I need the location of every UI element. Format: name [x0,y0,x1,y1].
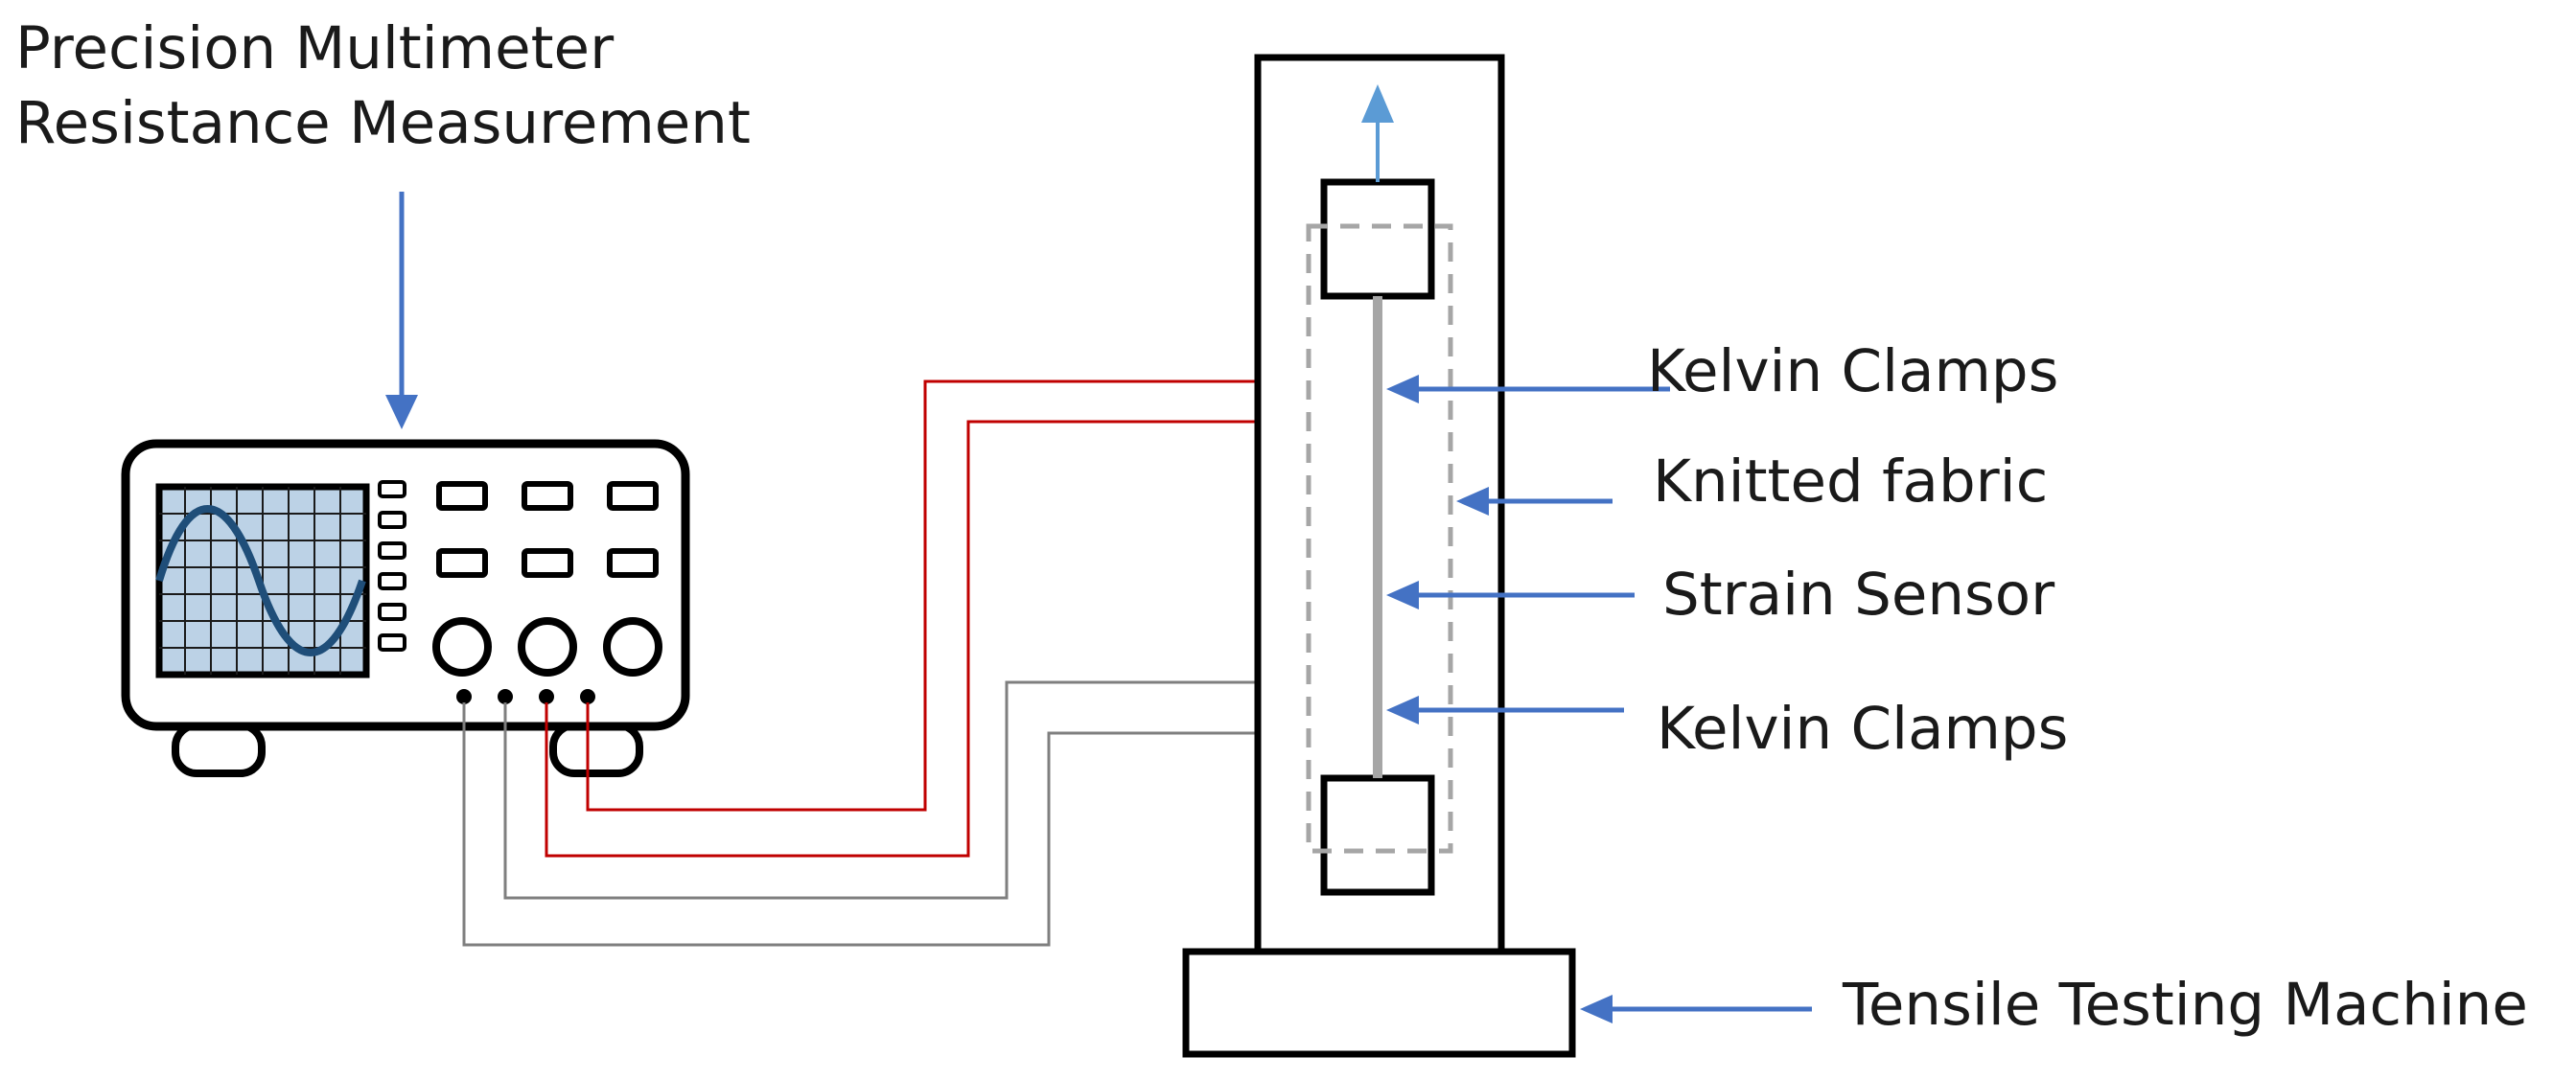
voltage-wires [462,680,1373,947]
tensile-testing-machine [1182,54,1576,1058]
up-arrow-icon [1361,84,1394,182]
multimeter-label-line2: Resistance Measurement [15,89,751,157]
knitted-fabric-label: Knitted fabric [1653,448,2049,516]
tensile-machine-label: Tensile Testing Machine [1843,971,2528,1039]
annotation-arrows [1386,375,1812,1023]
knitted-fabric [1306,223,1453,854]
kelvin-clamps-bottom-label: Kelvin Clamps [1657,695,2069,763]
waveform-icon [155,483,370,678]
current-wires [545,379,1373,858]
multimeter-icon [121,439,690,777]
multimeter-pointer-arrow [385,192,418,429]
kelvin-clamps-top-label: Kelvin Clamps [1647,337,2059,405]
multimeter-label-line1: Precision Multimeter [15,14,615,82]
strain-sensor-label: Strain Sensor [1662,561,2055,629]
